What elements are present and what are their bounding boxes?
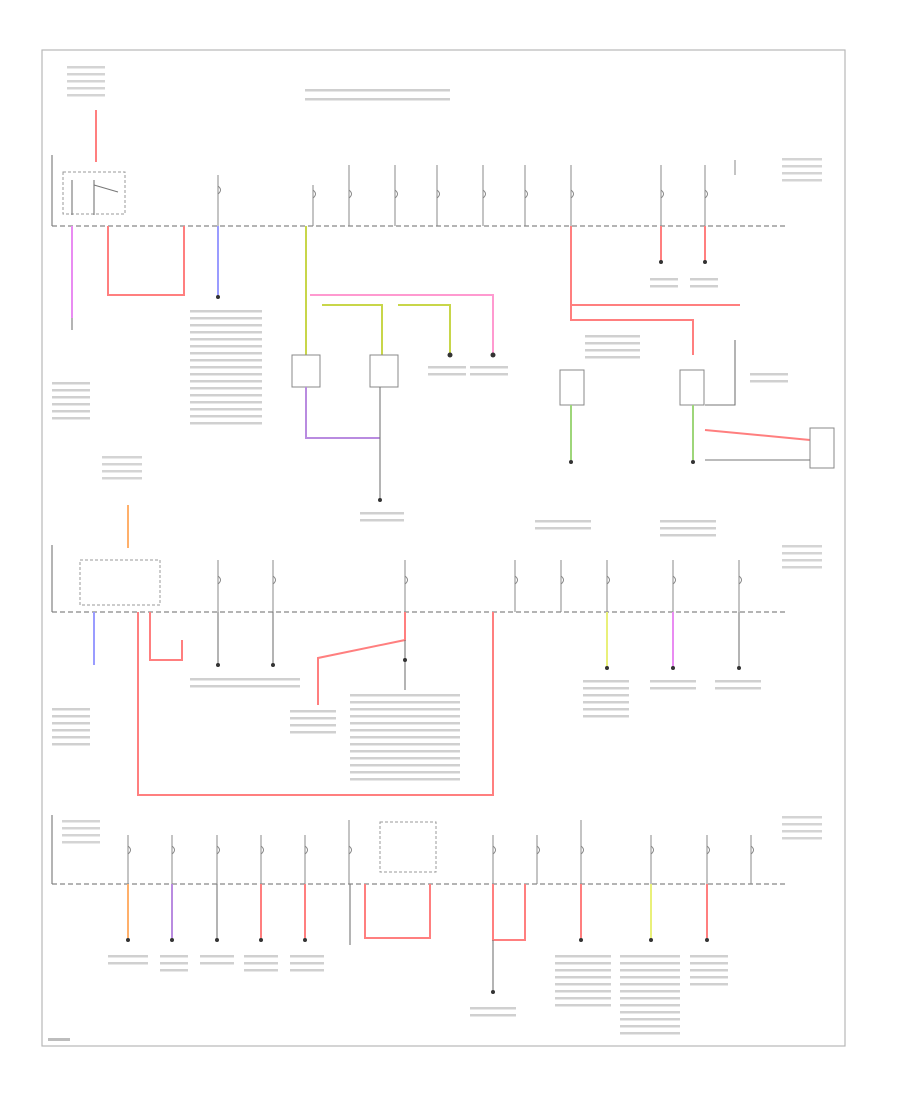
wire-red-5 [364,884,431,939]
fuses-row-1 [217,160,736,226]
fuse-block-section-2 [51,456,822,796]
relay-2 [369,354,399,388]
fuse-block-section-1 [51,66,835,537]
footer-code [48,1038,70,1041]
wire-red-4 [317,612,406,705]
wire-red-6 [492,884,526,941]
legend-notes [305,89,450,101]
wire-pink-1 [310,294,494,355]
wire-red-3 [704,429,811,441]
diagram-frame [41,49,846,1047]
wire-red-2 [570,226,694,355]
relay-3 [559,369,585,406]
relay-4 [679,369,705,406]
fuse-block-section-3 [51,815,822,1035]
relay-box-bottom [379,821,437,873]
wire-red-1 [107,226,185,296]
connector-box [809,427,835,469]
relay-1 [291,354,321,388]
wire-purple-1 [305,387,380,439]
wire-red-loop [137,612,494,796]
